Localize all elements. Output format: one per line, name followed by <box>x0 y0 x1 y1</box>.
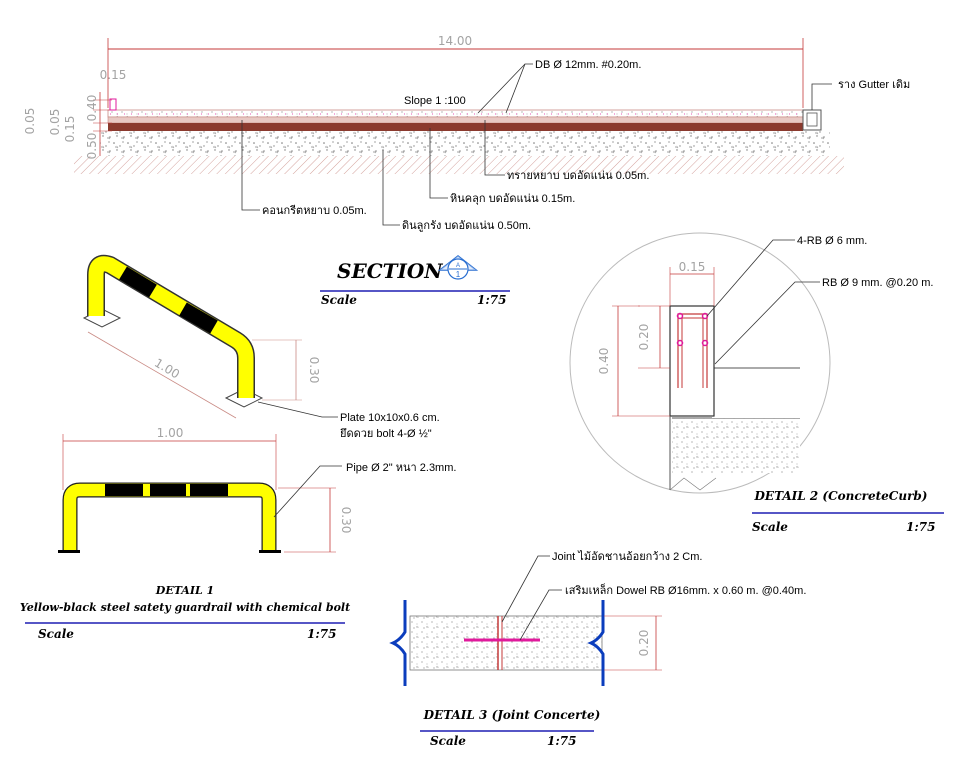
db-label: DB Ø 12mm. #0.20m. <box>535 59 641 71</box>
soil-layer <box>74 156 844 174</box>
marker-top: A <box>456 263 460 269</box>
dim-040: 0.40 <box>85 95 99 122</box>
rebar-3 <box>676 339 684 347</box>
slope-label: Slope 1 :100 <box>404 95 466 107</box>
gravel-label: หินคลุก บดอัดแน่น 0.15m. <box>450 193 575 205</box>
section-scale-label: Scale <box>321 293 357 307</box>
section-scale-value: 1:75 <box>477 293 506 307</box>
plate-label-1: Plate 10x10x0.6 cm. <box>340 412 440 424</box>
marker-bottom: 1 <box>456 270 461 279</box>
elev-rail <box>63 483 276 551</box>
detail-circle <box>569 232 831 494</box>
detail3-scale-value: 1:75 <box>547 734 576 748</box>
dim-015b: 0.15 <box>63 116 77 143</box>
iso-dim-height: 0.30 <box>307 357 321 384</box>
rb9-label: RB Ø 9 mm. @0.20 m. <box>822 277 933 289</box>
detail2-title-block: DETAIL 2 (ConcreteCurb) Scale 1:75 <box>752 489 944 534</box>
detail2-scale-label: Scale <box>752 520 788 534</box>
span-dim-text: 14.00 <box>438 34 472 48</box>
curb-start <box>109 98 117 111</box>
joint-label: Joint ไม้อัดชานอ้อยกว้าง 2 Cm. <box>552 550 702 563</box>
lean-label: คอนกรีตหยาบ 0.05m. <box>262 204 367 217</box>
break-left <box>389 600 407 686</box>
guardrail-isometric: 1.00 0.30 Plate 10x10x0.6 cm. ยึดดวย bol… <box>82 254 440 440</box>
sand-label: ทรายหยาบ บดอัดแน่น 0.05m. <box>507 170 649 182</box>
detail2-title: DETAIL 2 (ConcreteCurb) <box>754 489 928 503</box>
rebar-1 <box>676 312 684 320</box>
elev-stripe-2 <box>150 484 186 496</box>
detail3-title: DETAIL 3 (Joint Concerte) <box>423 708 601 722</box>
curb-dim-width: 0.15 <box>679 260 706 274</box>
detail1-subtitle: Yellow-black steel satety guardrail with… <box>20 601 350 614</box>
rebar-4 <box>701 339 709 347</box>
elev-stripe-3 <box>190 484 228 496</box>
dim-050: 0.50 <box>85 133 99 160</box>
detail1-title-block: DETAIL 1 Yellow-black steel satety guard… <box>20 584 350 641</box>
break-right <box>587 600 605 686</box>
joint-slab <box>409 615 603 671</box>
concrete-slab <box>108 123 803 131</box>
curb-dim-height: 0.40 <box>597 348 611 375</box>
curb-detail: 0.15 0.20 0.40 4-RB Ø 6 mm. RB Ø 9 mm. @… <box>569 232 933 494</box>
detail3-title-block: DETAIL 3 (Joint Concerte) Scale 1:75 <box>420 708 600 748</box>
pipe-label: Pipe Ø 2" หนา 2.3mm. <box>346 462 456 474</box>
dim-005: 0.05 <box>23 108 37 135</box>
section-drawing: 14.00 0.15 0.05 0.40 0.05 0.15 0.50 ราง … <box>23 34 910 232</box>
detail1-scale-label: Scale <box>38 627 74 641</box>
gravel-layer <box>100 131 830 156</box>
rb6-label: 4-RB Ø 6 mm. <box>797 235 867 247</box>
curb-dim-inner: 0.20 <box>637 324 651 351</box>
dim-005b: 0.05 <box>48 109 62 136</box>
iso-stripe-2 <box>179 302 218 334</box>
detail1-title: DETAIL 1 <box>155 584 214 597</box>
guardrail-elevation: 1.00 0.30 Pipe Ø 2" หนา 2.3mm. <box>58 426 456 553</box>
slab-top-layer <box>107 109 804 118</box>
iso-stripe-1 <box>119 266 157 298</box>
detail3-scale-label: Scale <box>430 734 466 748</box>
elev-stripe-1 <box>105 484 143 496</box>
joint-detail: 0.20 Joint ไม้อัดชานอ้อยกว้าง 2 Cm. เสริ… <box>389 550 806 686</box>
joint-dim-height: 0.20 <box>637 630 651 657</box>
detail2-scale-value: 1:75 <box>906 520 935 534</box>
gutter-label: ราง Gutter เดิม <box>838 79 910 91</box>
plate-label-2: ยึดดวย bolt 4-Ø ½" <box>339 428 431 440</box>
section-title-block: SECTION A 1 Scale 1:75 <box>320 255 510 307</box>
section-title: SECTION <box>337 259 443 283</box>
detail1-scale-value: 1:75 <box>307 627 336 641</box>
elev-dim-length: 1.00 <box>157 426 184 440</box>
dim-015-top: 0.15 <box>100 68 127 82</box>
soil-label: ดินลูกรัง บดอัดแน่น 0.50m. <box>402 220 531 232</box>
sand-layer <box>107 116 804 124</box>
elev-dim-height: 0.30 <box>339 507 353 534</box>
dowel-label: เสริมเหล็ก Dowel RB Ø16mm. x 0.60 m. @0.… <box>565 583 806 597</box>
iso-rail <box>88 256 254 398</box>
